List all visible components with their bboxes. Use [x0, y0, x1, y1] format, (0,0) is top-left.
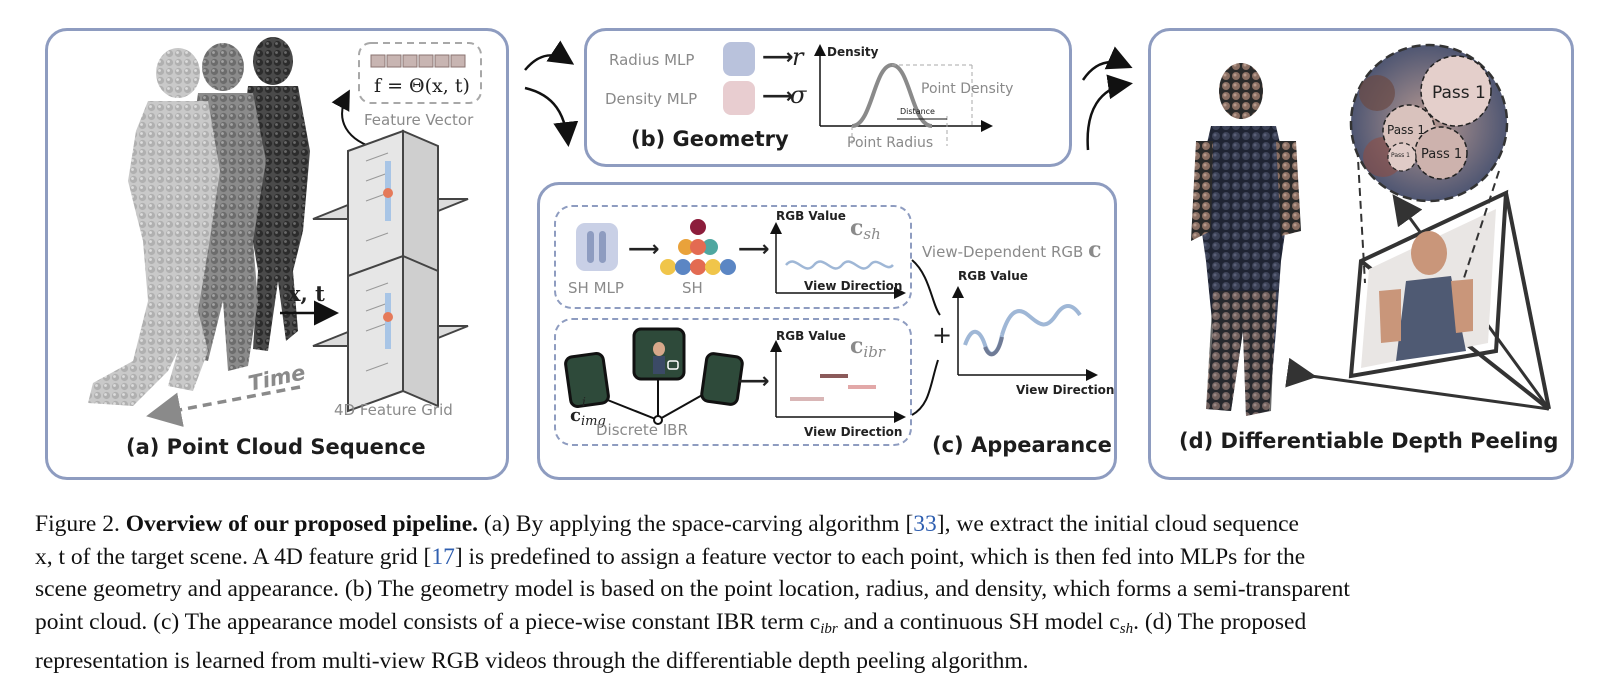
sh-dashed-box — [554, 205, 912, 309]
rgb-value-label-1: RGB Value — [776, 209, 846, 223]
feature-grid-bottom — [312, 254, 469, 413]
panel-depth-peeling: Pass 1 Pass 1 Pass 1 Pass 1 (d) Differen… — [1148, 28, 1574, 480]
pass-label-2: Pass 1 — [1387, 123, 1426, 137]
cimg-main: c — [570, 405, 581, 426]
sh-arrow: ⟶ — [738, 237, 770, 262]
ibr-dashed-box — [554, 318, 912, 446]
caption-line-5: representation is learned from multi-vie… — [35, 648, 1029, 675]
radius-mlp-block — [723, 42, 755, 76]
sh-mlp-label: SH MLP — [568, 279, 624, 297]
panel-d-title: (d) Differentiable Depth Peeling — [1179, 429, 1559, 453]
ibr-arrow: ⟶ — [738, 369, 770, 394]
caption-line-1: Figure 2. Overview of our proposed pipel… — [35, 508, 1590, 541]
density-chart — [814, 44, 993, 146]
density-mlp-block — [723, 81, 755, 115]
panel-b-title: (b) Geometry — [631, 127, 789, 151]
point-radius-label: Point Radius — [847, 135, 934, 151]
caption-text-1b: (a) By applying the space-carving algori… — [483, 511, 914, 537]
figure-caption: Figure 2. Overview of our proposed pipel… — [35, 508, 1590, 678]
rgb-value-label-3: RGB Value — [776, 329, 846, 343]
cibr-sub: ibr — [863, 343, 885, 361]
panel-geometry: Radius MLP ⟶ r Density MLP ⟶ σ (b) Geome… — [584, 28, 1072, 167]
discrete-ibr-label: Discrete IBR — [596, 421, 688, 439]
distance-label: Distance — [900, 107, 935, 116]
panel-a-title: (a) Point Cloud Sequence — [126, 435, 426, 459]
csh-sub: sh — [863, 225, 881, 243]
ibr-rgb-chart — [770, 340, 906, 423]
caption-text-4b: and a continuous SH model c — [837, 608, 1120, 635]
feature-grid-top — [312, 129, 469, 288]
sh-mlp-block — [576, 223, 618, 271]
caption-sub-sh: sh — [1119, 620, 1134, 637]
grid-label: 4D Feature Grid — [334, 401, 453, 419]
sh-label: SH — [682, 279, 703, 297]
plus-sign: + — [932, 321, 953, 349]
pass-label-4: Pass 1 — [1391, 152, 1411, 159]
caption-figure-number: Figure 2. — [35, 511, 120, 537]
combine-curves — [911, 259, 941, 416]
radius-output: r — [792, 43, 804, 71]
caption-text-2a: x, t of the target scene. A 4D feature g… — [35, 543, 432, 570]
caption-sub-ibr: ibr — [820, 620, 838, 637]
feature-vector-label: Feature Vector — [364, 111, 474, 129]
csh-main: c — [850, 215, 864, 241]
caption-line-4: point cloud. (c) The appearance model co… — [35, 606, 1590, 646]
view-direction-label-2: View Direction — [1016, 383, 1115, 397]
panel-point-cloud-sequence: f = Θ(x, t) Feature Vector x, t Time 4D … — [45, 28, 509, 480]
sh-rgb-chart — [770, 222, 906, 299]
point-density-label: Point Density — [921, 81, 1014, 97]
rgb-value-label-2: RGB Value — [958, 269, 1028, 283]
caption-text-4c: . (d) The proposed — [1133, 608, 1307, 635]
citation-link-17[interactable]: 17 — [431, 543, 455, 570]
caption-line-2: x, t of the target scene. A 4D feature g… — [35, 541, 1590, 574]
cibr-symbol: cibr — [850, 333, 885, 361]
sh-basis-spheres — [660, 219, 736, 275]
rgb-photo — [1361, 209, 1496, 368]
density-arrow: ⟶ — [762, 84, 794, 109]
cibr-main: c — [850, 333, 864, 359]
pass-label-3: Pass 1 — [1421, 147, 1463, 162]
panel-c-title: (c) Appearance — [932, 433, 1112, 457]
depth-peeling-illustration — [1191, 43, 1551, 416]
point-cloud-illustration — [88, 37, 482, 427]
caption-text-2b: ] is predefined to assign a feature vect… — [454, 543, 1306, 570]
feature-vector-cells — [370, 54, 466, 68]
magnifier-circle — [1349, 43, 1509, 284]
caption-line-3: scene geometry and appearance. (b) The g… — [35, 576, 1350, 603]
ibr-camera-views — [564, 327, 744, 425]
combined-rgb-chart — [952, 286, 1098, 381]
view-dependent-text: View-Dependent RGB — [922, 243, 1084, 261]
feature-formula: f = Θ(x, t) — [374, 75, 470, 97]
csh-symbol: csh — [850, 215, 881, 243]
view-dependent-label: View-Dependent RGB c — [922, 237, 1101, 263]
time-arrow — [146, 385, 301, 427]
density-output: σ — [790, 81, 807, 109]
pass-label-1: Pass 1 — [1432, 83, 1486, 103]
citation-link-33[interactable]: 33 — [913, 511, 937, 537]
sh-mlp-arrow: ⟶ — [628, 237, 660, 262]
radius-arrow: ⟶ — [762, 45, 794, 70]
caption-text-4a: point cloud. (c) The appearance model co… — [35, 608, 821, 635]
view-direction-label-3: View Direction — [804, 425, 903, 439]
view-dependent-symbol: c — [1088, 237, 1102, 263]
colored-point-cloud-human — [1191, 63, 1301, 416]
cimg-symbol: cimg i — [570, 395, 606, 429]
caption-text-1c: ], we extract the initial cloud sequence — [936, 511, 1299, 537]
caption-bold-title: Overview of our proposed pipeline. — [125, 511, 479, 537]
cimg-sup: i — [582, 395, 586, 409]
radius-mlp-label: Radius MLP — [609, 51, 695, 69]
input-label: x, t — [288, 281, 325, 306]
density-mlp-label: Density MLP — [605, 90, 698, 108]
panel-appearance: SH MLP ⟶ SH ⟶ RGB Value csh View Directi… — [537, 182, 1117, 480]
light-human-figure — [88, 48, 220, 406]
density-axis-label: Density — [827, 45, 879, 59]
cimg-sub: img — [580, 414, 606, 429]
view-direction-label-1: View Direction — [804, 279, 903, 293]
